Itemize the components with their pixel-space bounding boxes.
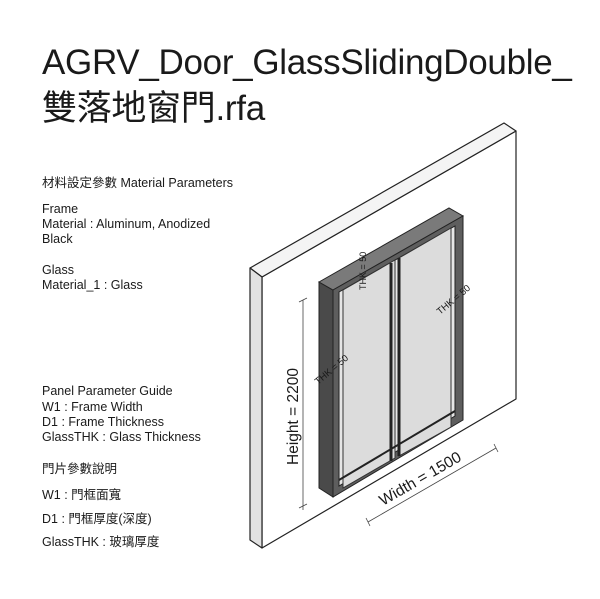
- glass-material: Material_1 : Glass: [42, 278, 143, 292]
- thk-top-label: THK = 50: [358, 252, 368, 290]
- title-line-2: 雙落地窗門.rfa: [42, 89, 265, 128]
- panel-guide-item: W1 : Frame Width: [42, 400, 143, 414]
- panel-guide-item: GlassTHK : Glass Thickness: [42, 430, 201, 444]
- panel-guide-zh-item: D1 : 門框厚度(深度): [42, 512, 152, 526]
- glass-panel-right: [398, 227, 452, 457]
- height-dim-tick-top: [298, 297, 308, 303]
- frame-label: Frame: [42, 202, 79, 216]
- panel-guide-zh-item: GlassTHK : 玻璃厚度: [42, 535, 160, 549]
- material-heading: 材料設定參數 Material Parameters: [42, 176, 234, 190]
- document-title: AGRV_Door_GlassSlidingDouble_ 雙落地窗門.rfa: [42, 40, 572, 132]
- wall-side-face: [249, 267, 263, 549]
- height-dimension-label: Height = 2200: [285, 368, 302, 465]
- width-dim-tick-left: [365, 517, 371, 527]
- panel-guide-heading: Panel Parameter Guide: [42, 384, 173, 398]
- frame-material-line1: Material : Aluminum, Anodized: [42, 217, 211, 231]
- door-frame: [317, 207, 465, 498]
- sill-line: [338, 410, 456, 481]
- width-dim-tick-right: [493, 443, 499, 453]
- glass-panel-left: [342, 259, 396, 489]
- height-dim-tick-bottom: [298, 503, 308, 509]
- frame-material-line2: Black: [42, 232, 73, 246]
- panel-guide-item: D1 : Frame Thickness: [42, 415, 165, 429]
- panel-guide-zh-heading: 門片參數說明: [42, 462, 118, 476]
- title-line-1: AGRV_Door_GlassSlidingDouble_: [42, 43, 572, 82]
- frame-outer-shadow: [318, 281, 334, 498]
- width-dimension-line: [367, 447, 497, 523]
- glass-label: Glass: [42, 263, 74, 277]
- panel-guide-zh-item: W1 : 門框面寬: [42, 488, 122, 502]
